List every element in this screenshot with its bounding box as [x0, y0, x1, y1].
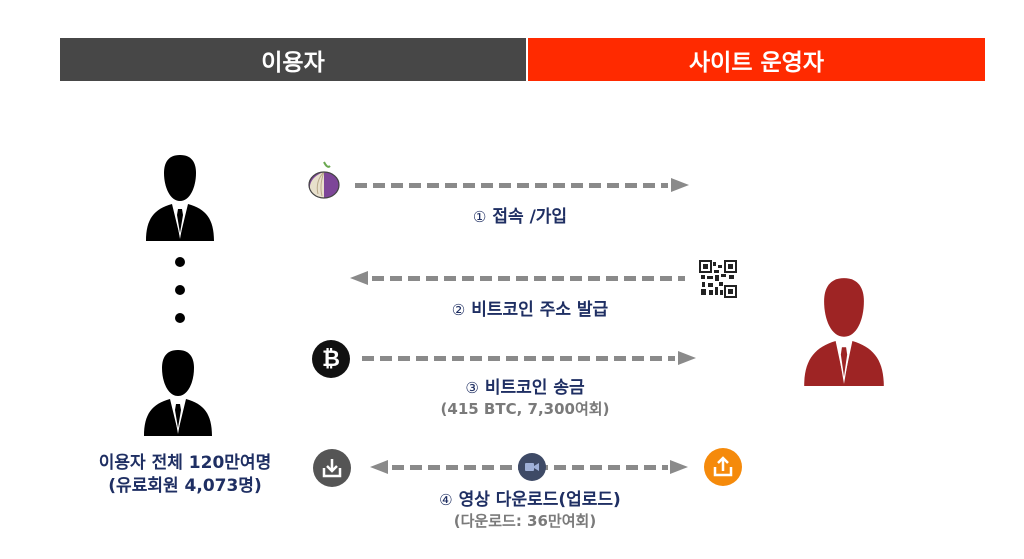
step1-arrow — [355, 178, 690, 192]
user-person-icon — [146, 155, 214, 241]
user-person-icon — [144, 350, 212, 436]
users-header-label: 이용자 — [261, 49, 325, 76]
video-icon — [518, 453, 546, 481]
qr-code-icon — [699, 260, 737, 298]
ellipsis-dot — [175, 313, 185, 323]
users-header: 이용자 — [60, 38, 526, 81]
upload-icon — [704, 448, 742, 486]
tor-onion-icon — [308, 161, 340, 199]
bitcoin-icon: ₿ — [312, 340, 350, 378]
operator-header: 사이트 운영자 — [528, 38, 985, 81]
users-paid: (유료회원 4,073명) — [108, 476, 262, 496]
users-total: 이용자 전체 120만여명 — [98, 453, 272, 473]
ellipsis-dot — [175, 257, 185, 267]
download-icon — [313, 449, 351, 487]
operator-header-label: 사이트 운영자 — [689, 49, 824, 76]
ellipsis-dot — [175, 285, 185, 295]
step3-sub: (415 BTC, 7,300여회) — [440, 400, 610, 418]
step2-arrow — [350, 271, 685, 285]
users-caption: 이용자 전체 120만여명 (유료회원 4,073명) — [60, 452, 310, 498]
step4-sub: (다운로드: 36만여회) — [453, 512, 597, 530]
step3-arrow — [362, 351, 697, 365]
operator-person-icon — [804, 278, 884, 386]
